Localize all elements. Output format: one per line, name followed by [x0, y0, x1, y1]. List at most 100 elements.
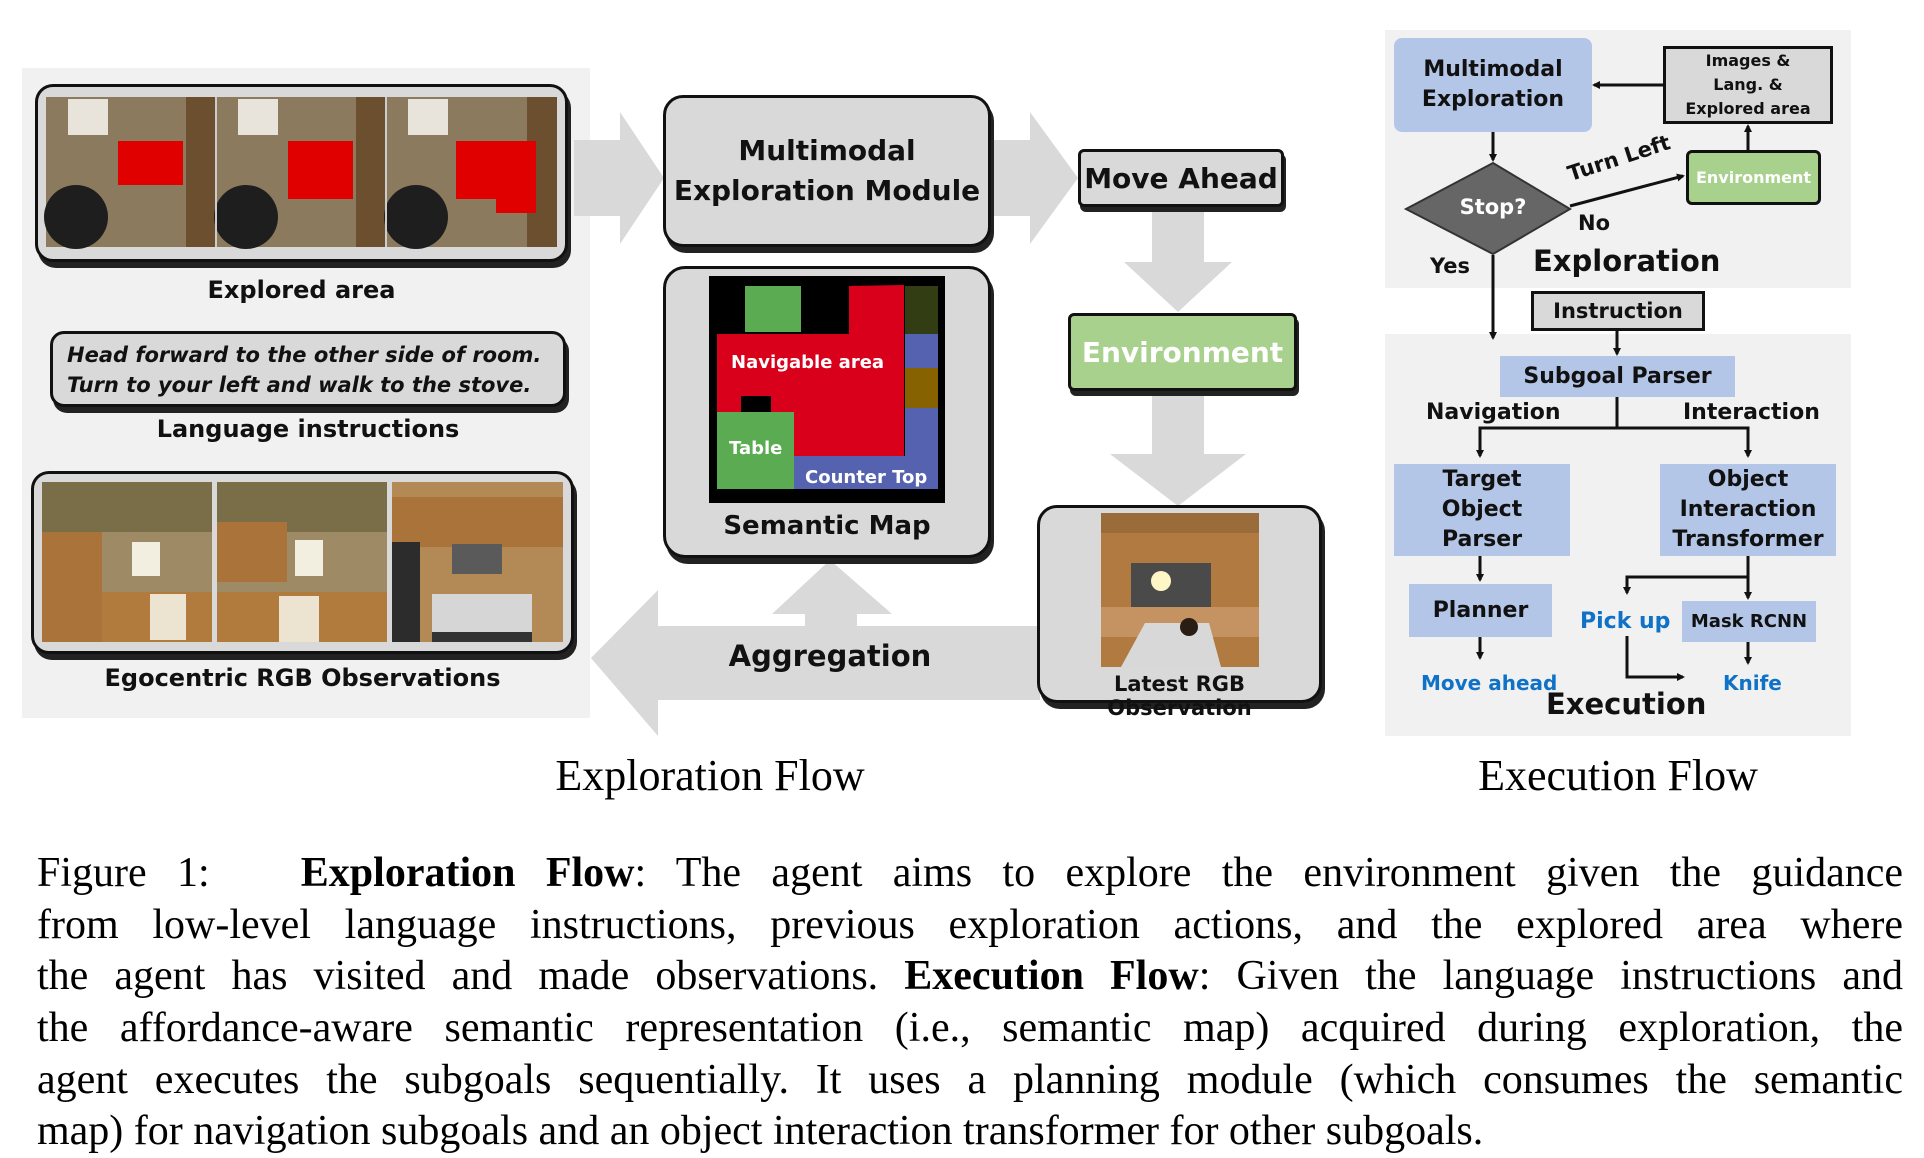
target-parser-line-2: Object — [1441, 497, 1523, 522]
environment-box: Environment — [1068, 313, 1297, 391]
subgoal-parser-node: Subgoal Parser — [1500, 356, 1735, 397]
table-text: Table — [729, 438, 782, 459]
mask-rcnn-node: Mask RCNN — [1682, 601, 1816, 642]
instruction-node: Instruction — [1531, 291, 1705, 331]
explored-area-box — [35, 84, 568, 262]
oit-line-3: Transformer — [1672, 527, 1824, 552]
stop-decision-label: Stop? — [1459, 195, 1527, 219]
inputs-line-1: Images & — [1705, 51, 1791, 70]
multimodal-exploration-module: Multimodal Exploration Module — [663, 95, 991, 247]
explored-cells-3 — [456, 141, 536, 199]
counter-top-text: Counter Top — [805, 467, 927, 488]
caption-line-5-text: agent executes the subgoals sequentially… — [37, 1057, 1903, 1103]
latest-observation-box: Latest RGB Observation — [1037, 505, 1322, 720]
language-instructions-box: Head forward to the other side of room. … — [50, 331, 566, 407]
multimodal-node-line-2: Exploration — [1421, 87, 1565, 112]
map-region-counter-right — [905, 334, 938, 368]
instruction-line-1: Head forward to the other side of room. — [67, 343, 542, 367]
explored-cells-1 — [118, 141, 183, 185]
knife-output: Knife — [1723, 671, 1782, 695]
map-obstacle — [741, 396, 771, 412]
caption-line-1-text: : The agent aims to explore the environm… — [634, 850, 1904, 896]
arrow-to-environment — [1124, 212, 1232, 312]
target-object-parser-node: Target Object Parser — [1394, 464, 1570, 556]
module-title-line-1: Multimodal — [738, 134, 916, 167]
arrow-pickup-to-knife — [1625, 636, 1685, 681]
inputs-line-2: Lang. & — [1713, 75, 1783, 94]
navigation-label: Navigation — [1426, 400, 1561, 425]
map-region-table-top — [745, 286, 801, 332]
map-region-dark — [905, 286, 938, 334]
caption-emphasis-exploration: Exploration Flow — [300, 850, 635, 896]
egocentric-frame-3 — [392, 482, 563, 642]
exploration-flow-title: Exploration Flow — [555, 751, 865, 800]
map-region-navigable — [717, 285, 904, 456]
inputs-line-3: Explored area — [1685, 99, 1811, 118]
object-interaction-transformer-node: Object Interaction Transformer — [1660, 464, 1836, 556]
topdown-view-2 — [214, 97, 386, 249]
subgoal-split-line — [1476, 396, 1619, 458]
figure-label: Figure 1: — [37, 850, 210, 896]
topdown-view-3 — [384, 97, 557, 249]
semantic-map: Navigable area Table Counter Top — [709, 276, 945, 503]
caption-line-4: the affordance-aware semantic representa… — [37, 1003, 1903, 1055]
caption-line-5: agent executes the subgoals sequentially… — [37, 1055, 1903, 1107]
map-region-brown — [905, 368, 938, 408]
move-ahead-action: Move Ahead — [1078, 149, 1284, 207]
planner-node: Planner — [1409, 584, 1552, 637]
topdown-view-1 — [44, 97, 216, 249]
target-parser-line-1: Target — [1442, 467, 1522, 492]
map-region-table — [717, 412, 794, 489]
aggregation-arrow — [591, 590, 1040, 736]
caption-line-3: the agent has visited and made observati… — [37, 951, 1903, 1003]
explored-cells-2 — [288, 141, 353, 199]
explored-area-maps — [44, 97, 557, 249]
caption-line-1: Figure 1: Exploration Flow: The agent ai… — [37, 848, 1903, 900]
caption-line-3-text-b: : Given the language instructions and — [1198, 953, 1903, 999]
target-parser-line-3: Parser — [1441, 527, 1523, 552]
topdown-map-strip — [44, 97, 557, 249]
arrow-to-action — [990, 112, 1078, 244]
yes-label: Yes — [1430, 254, 1471, 278]
semantic-map-box: Navigable area Table Counter Top Semanti… — [663, 266, 991, 558]
navigable-area-text: Navigable area — [731, 352, 884, 373]
semantic-map-label: Semantic Map — [723, 511, 931, 541]
egocentric-observations-label: Egocentric RGB Observations — [104, 664, 501, 692]
caption-line-4-text: the affordance-aware semantic representa… — [37, 1005, 1903, 1051]
caption-emphasis-execution: Execution Flow — [904, 953, 1199, 999]
oit-split-line — [1623, 556, 1750, 595]
arrow-stop-to-env — [1569, 173, 1685, 208]
caption-line-6: map) for navigation subgoals and an obje… — [37, 1106, 1903, 1158]
egocentric-frames — [42, 482, 563, 642]
execution-flow-title: Execution Flow — [1478, 751, 1758, 800]
multimodal-node-line-1: Multimodal — [1423, 57, 1563, 82]
arrow-to-semantic-map — [772, 560, 892, 626]
module-title-line-2: Exploration Module — [673, 174, 981, 207]
oit-line-2: Interaction — [1679, 497, 1817, 522]
pick-up-output: Pick up — [1580, 609, 1671, 634]
latest-observation-label: Latest RGB Observation — [1107, 672, 1252, 720]
caption-line-2: from low-level language instructions, pr… — [37, 900, 1903, 952]
execution-section-title: Execution — [1546, 687, 1707, 721]
language-instructions-label: Language instructions — [156, 415, 460, 443]
stop-decision-diamond — [1403, 161, 1572, 256]
environment-node: Environment — [1686, 150, 1821, 205]
subgoal-split-line-right — [1617, 426, 1752, 458]
move-ahead-output: Move ahead — [1421, 671, 1558, 695]
egocentric-frame-2 — [217, 482, 387, 642]
multimodal-exploration-node: Multimodal Exploration — [1394, 38, 1592, 132]
inputs-node: Images & Lang. & Explored area — [1663, 46, 1833, 124]
oit-line-1: Object — [1707, 467, 1789, 492]
instruction-line-2: Turn to your left and walk to the stove. — [67, 373, 532, 397]
exploration-section-title: Exploration — [1533, 244, 1721, 278]
aggregation-label: Aggregation — [728, 639, 932, 673]
egocentric-frame-1 — [42, 482, 212, 642]
interaction-label: Interaction — [1683, 400, 1820, 425]
explored-area-label: Explored area — [207, 276, 396, 304]
caption-line-6-text: map) for navigation subgoals and an obje… — [37, 1108, 1484, 1154]
egocentric-observations-box — [31, 471, 574, 654]
arrow-to-module — [574, 112, 664, 244]
no-label: No — [1578, 211, 1611, 235]
